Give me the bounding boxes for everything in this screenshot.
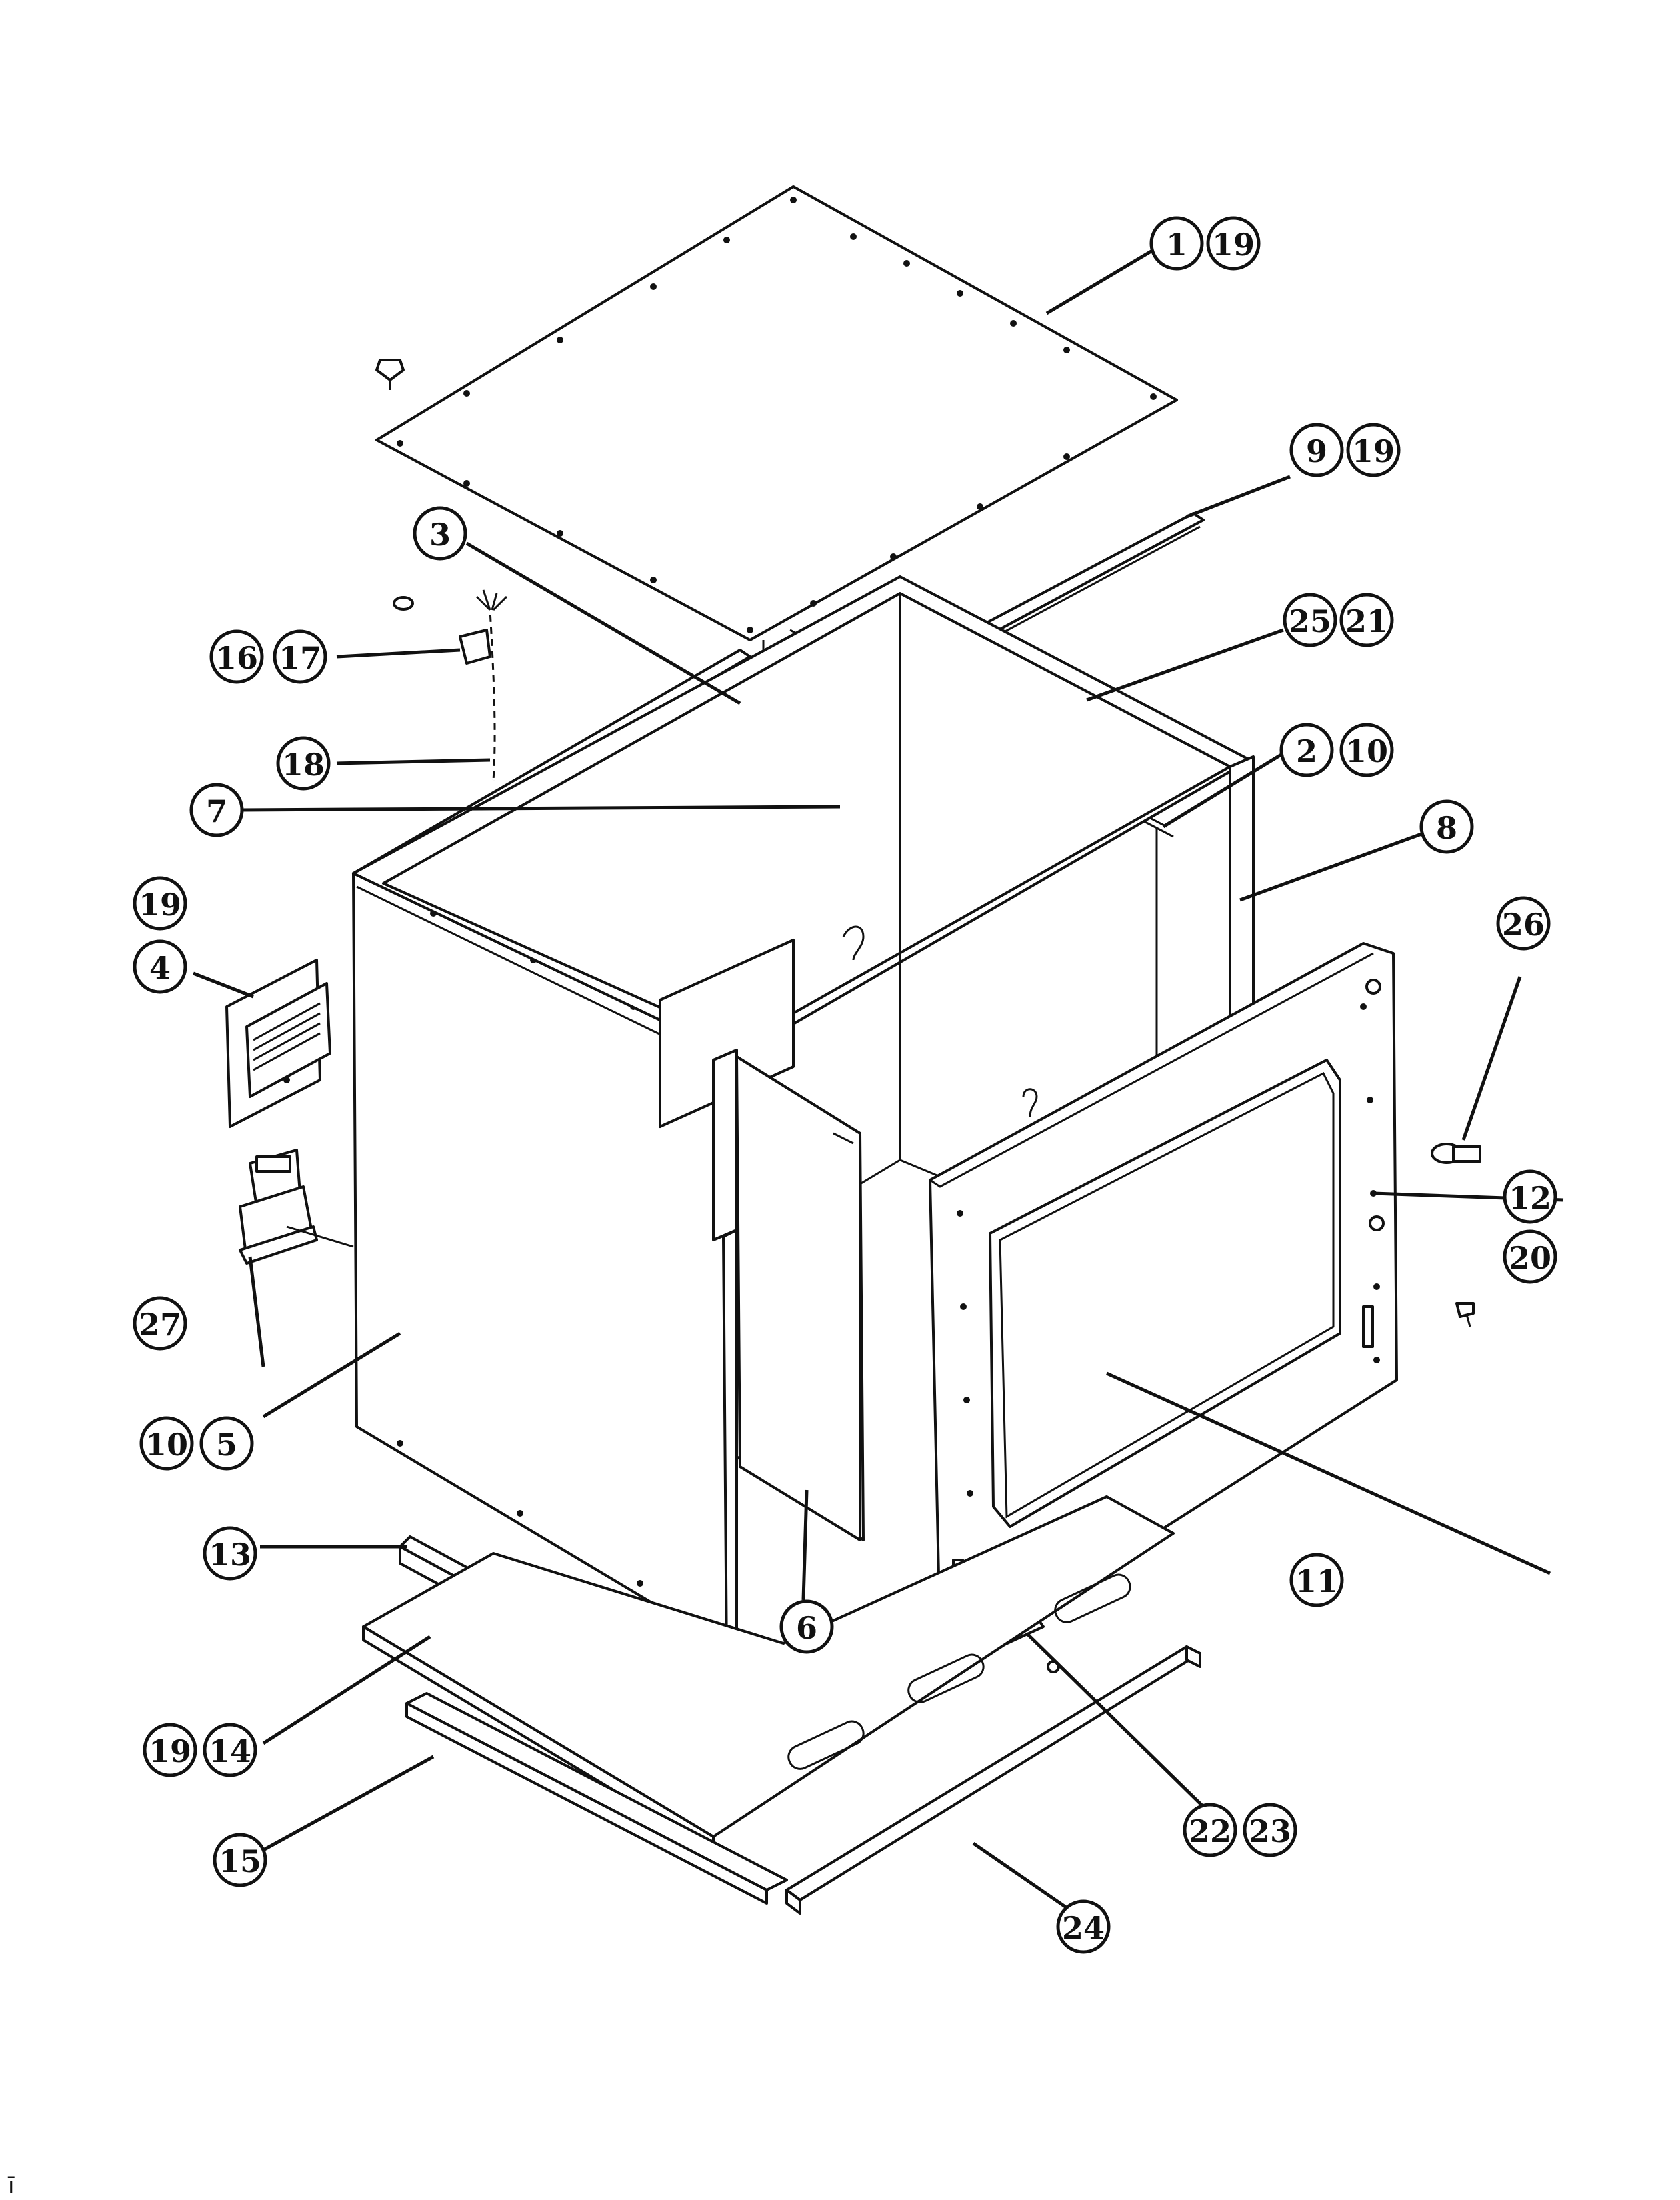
svg-text:24: 24 [1062,1910,1105,1946]
callout-23: 23 [1243,1803,1297,1857]
callout-14: 14 [203,1723,257,1777]
callout-3: 3 [413,506,467,561]
callout-17: 17 [273,629,327,684]
base-pan [362,1495,1175,1851]
side-screw [1455,1302,1475,1327]
svg-text:12: 12 [1509,1180,1551,1216]
callout-11: 11 [1289,1553,1344,1607]
svg-text:25: 25 [1289,603,1331,639]
svg-text:18: 18 [282,747,325,783]
svg-text:22: 22 [1189,1813,1231,1849]
callout-19-rail: 19 [1346,423,1401,477]
svg-text:13: 13 [209,1537,251,1573]
svg-text:4: 4 [149,950,171,986]
conduit-harness [459,589,508,781]
top-screw [375,359,405,390]
callout-16: 16 [209,629,264,684]
callout-19-left: 19 [133,876,187,931]
callout-26: 26 [1496,896,1551,951]
top-panel [375,185,1178,641]
svg-text:19: 19 [1212,227,1255,263]
callout-13: 13 [203,1526,257,1581]
power-plug [239,1149,354,1265]
svg-text:5: 5 [216,1427,237,1463]
callout-21: 21 [1339,593,1394,647]
svg-text:7: 7 [206,793,227,829]
callout-12: 12 [1503,1169,1557,1224]
callout-5: 5 [199,1416,254,1471]
svg-text:23: 23 [1249,1813,1291,1849]
callout-24: 24 [1056,1899,1111,1954]
svg-text:6: 6 [796,1610,817,1646]
svg-text:14: 14 [209,1733,251,1769]
terminal-block [225,959,331,1128]
callout-1: 1 [1149,216,1204,271]
svg-text:19: 19 [139,887,181,923]
knob [1431,1143,1481,1164]
svg-text:10: 10 [145,1427,188,1463]
svg-text:2: 2 [1296,733,1317,769]
svg-text:16: 16 [215,640,258,676]
svg-text:20: 20 [1509,1240,1551,1276]
svg-text:11: 11 [1295,1563,1338,1599]
callout-27: 27 [133,1296,187,1351]
svg-text:10: 10 [1345,733,1388,769]
callout-10-side: 10 [139,1416,194,1471]
svg-text:15: 15 [219,1843,261,1879]
svg-text:19: 19 [149,1733,191,1769]
svg-text:17: 17 [279,640,321,676]
svg-text:8: 8 [1436,810,1457,846]
callout-4: 4 [133,939,187,994]
svg-text:26: 26 [1502,907,1545,943]
callout-19-top: 19 [1206,216,1261,271]
callout-8: 8 [1419,799,1474,854]
callout-19-base: 19 [143,1723,197,1777]
svg-text:27: 27 [139,1307,181,1343]
leader-lines [193,248,1564,1912]
callout-15: 15 [213,1833,267,1887]
callout-10-top: 10 [1339,723,1394,777]
callout-9: 9 [1289,423,1344,477]
callout-2: 2 [1279,723,1334,777]
svg-text:3: 3 [429,517,451,553]
callout-7: 7 [189,783,244,837]
svg-text:21: 21 [1345,603,1388,639]
svg-text:1: 1 [1166,227,1187,263]
callout-6: 6 [779,1599,834,1654]
corner-mark: ī [7,2173,15,2199]
front-rail [405,1692,788,1905]
svg-text:19: 19 [1352,433,1395,469]
callout-25: 25 [1283,593,1337,647]
small-screw-16 [393,596,414,611]
callout-18: 18 [276,736,331,791]
inner-side-panel [712,1049,865,1661]
svg-text:9: 9 [1306,433,1327,469]
callout-20: 20 [1503,1229,1557,1284]
callout-22: 22 [1183,1803,1237,1857]
